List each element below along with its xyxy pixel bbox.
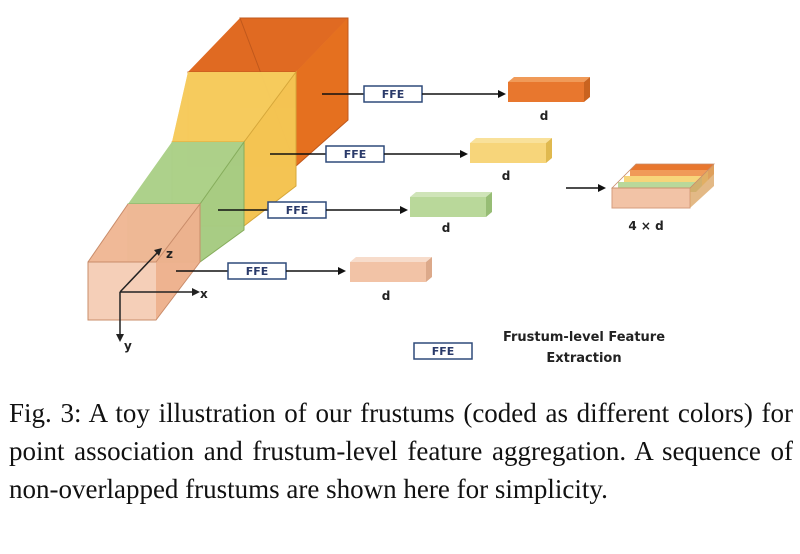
axes: x y z <box>116 247 208 353</box>
aggregated-dim-label: 4 × d <box>628 219 663 233</box>
feature-block-2 <box>410 192 492 217</box>
legend-ffe-box <box>413 342 473 360</box>
feature-dim-4: d <box>540 109 549 123</box>
ffe-label-4: FFE <box>382 88 405 101</box>
feature-dim-1: d <box>382 289 391 303</box>
ffe-row-4: FFE d <box>322 77 590 123</box>
legend-line-1: Frustum-level Feature <box>503 330 665 345</box>
figure-caption: Fig. 3: A toy illustration of our frustu… <box>9 398 793 504</box>
feature-block-3 <box>470 138 552 163</box>
ffe-row-1: FFE d <box>176 257 432 303</box>
aggregation-arrow <box>566 184 606 192</box>
feature-block-1 <box>350 257 432 282</box>
ffe-row-2: FFE d <box>218 192 492 235</box>
feature-dim-3: d <box>502 169 511 183</box>
aggregated-feature-block <box>611 163 715 209</box>
legend-ffe-label: FFE <box>432 345 455 358</box>
x-axis-label: x <box>200 287 208 301</box>
y-axis-label: y <box>124 339 132 353</box>
frustum-1 <box>87 202 201 321</box>
ffe-label-1: FFE <box>246 265 269 278</box>
frustum-figure: x y z FFE d FFE d FFE <box>87 17 715 366</box>
legend-line-2: Extraction <box>546 351 621 366</box>
ffe-label-3: FFE <box>344 148 367 161</box>
ffe-label-2: FFE <box>286 204 309 217</box>
feature-dim-2: d <box>442 221 451 235</box>
legend: FFE Frustum-level Feature Extraction <box>413 330 665 366</box>
z-axis-label: z <box>166 247 173 261</box>
ffe-row-3: FFE d <box>270 138 552 183</box>
feature-block-4 <box>508 77 590 102</box>
